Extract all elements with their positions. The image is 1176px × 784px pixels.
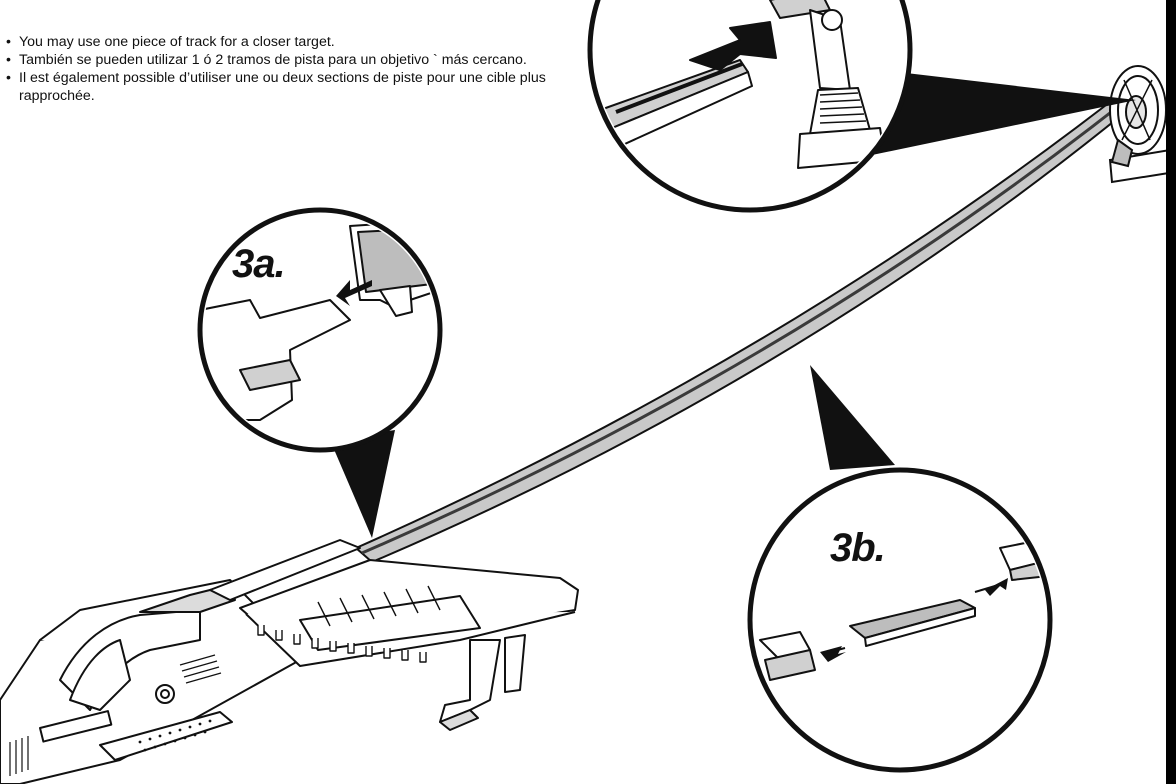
vent-grille xyxy=(9,654,222,776)
note-english: • You may use one piece of track for a cl… xyxy=(6,33,606,51)
bullet: • xyxy=(6,52,11,68)
note-spanish: • También se pueden utilizar 1 ó 2 tramos… xyxy=(6,51,606,69)
ramp-slots xyxy=(257,585,441,663)
detail-3b xyxy=(747,365,1053,773)
ramp xyxy=(209,539,579,731)
note-text: You may use one piece of track for a clo… xyxy=(19,34,335,50)
bullet: • xyxy=(6,34,11,50)
bullet: • xyxy=(6,70,11,86)
page-edge-bar xyxy=(1166,0,1176,784)
note-text: Il est également possible d’utiliser une… xyxy=(19,70,546,104)
instruction-notes: • You may use one piece of track for a cl… xyxy=(6,33,606,105)
detail-target-connector xyxy=(587,0,1136,213)
note-french: • Il est également possible d’utiliser un… xyxy=(6,69,606,105)
step-3a-label: 3a. xyxy=(232,242,286,286)
speaker-dots xyxy=(138,719,212,752)
note-text: También se pueden utilizar 1 ó 2 tramos … xyxy=(19,52,527,68)
detail-3a xyxy=(197,207,443,538)
target xyxy=(1108,65,1176,184)
step-3b-label: 3b. xyxy=(830,526,886,570)
